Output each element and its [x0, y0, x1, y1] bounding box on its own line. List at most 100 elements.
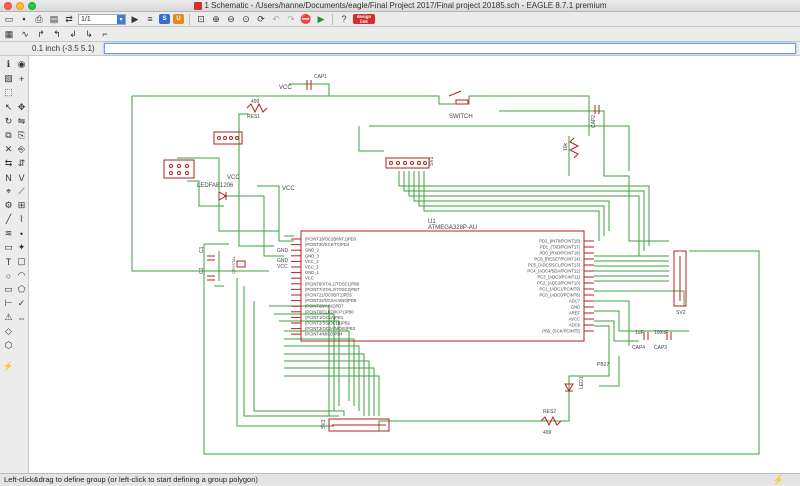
chip-right-pin-label: PD1_(TXD/PCINT17) [540, 245, 581, 250]
res-vertical-zigzag [568, 137, 580, 159]
help-icon[interactable]: ? [341, 14, 347, 24]
show-icon[interactable]: ◉ [17, 59, 26, 69]
arc-icon[interactable]: ◠ [17, 270, 26, 280]
res-vertical-part[interactable]: 10k [563, 137, 580, 159]
chip-right-pins: PD2_(INT0/PCINT18)PD1_(TXD/PCINT17)PD0_(… [527, 239, 594, 334]
change-icon[interactable]: ⚙ [4, 200, 13, 210]
group-icon[interactable]: ↖ [4, 102, 13, 112]
led1-part[interactable]: LED1 PB27 [564, 362, 609, 393]
rect-icon[interactable]: ▭ [4, 284, 13, 294]
split-icon[interactable]: ⟋ [18, 186, 25, 196]
info-icon[interactable]: ℹ [6, 59, 11, 69]
paste-icon[interactable]: ⎘ [17, 130, 26, 140]
circle-icon[interactable]: ○ [5, 270, 12, 281]
led-fab-part[interactable]: LEDFAB1206 [197, 183, 234, 201]
grid-icon[interactable]: ▦ [4, 28, 14, 39]
dimension-icon[interactable]: ⊢ [4, 298, 13, 308]
zoom-select-icon[interactable]: ⊙ [242, 13, 250, 24]
curve-bend-icon[interactable]: ↳ [85, 28, 93, 39]
bus-icon[interactable]: ≋ [4, 228, 13, 238]
add-part-icon[interactable]: ⎆ [17, 144, 26, 154]
delete-icon[interactable]: ✕ [4, 144, 13, 154]
mirror-icon[interactable]: ⇋ [17, 116, 26, 126]
zoom-out-icon[interactable]: ⊖ [227, 13, 235, 24]
undo-icon[interactable]: ↶ [272, 13, 280, 24]
replace-icon[interactable]: ⇆ [4, 158, 13, 168]
cap3-cap4[interactable]: 1uF 100nF CAP4 CAP3 [632, 330, 672, 351]
res1-part[interactable]: 499 RES1 [246, 99, 268, 120]
ulp-icon[interactable]: ≡ [147, 14, 153, 24]
invoke-icon[interactable]: ⊞ [17, 200, 26, 210]
copy-icon[interactable]: ⧉ [5, 130, 12, 140]
save-icon[interactable]: ▪ [22, 14, 26, 24]
command-input[interactable] [104, 43, 796, 54]
erc-icon[interactable]: ✓ [17, 298, 26, 308]
mirror-text-icon[interactable]: ⇔ [17, 312, 26, 323]
module-icon[interactable]: ⬡ [4, 340, 13, 350]
design-block-icon[interactable]: ◇ [5, 326, 12, 336]
crystal-caps[interactable]: C1 C2 CRYSTAL [199, 246, 246, 281]
errors-icon[interactable]: ⚠ [4, 312, 13, 322]
header-pin [177, 171, 181, 175]
board-switch-icon[interactable]: ⇄ [65, 13, 73, 24]
atmega-chip[interactable]: U1 ATMEGA328P-AU (PCINT19/OC2B/INT1)PD3(… [291, 219, 594, 342]
polygon-icon[interactable]: ⬠ [17, 284, 26, 294]
pinswap-icon[interactable]: ⇵ [17, 158, 26, 168]
sheet-select[interactable]: 1/1 ▾ [78, 13, 126, 25]
mark-icon[interactable]: + [18, 73, 25, 84]
rotate-icon[interactable]: ↻ [4, 116, 13, 126]
switch-part[interactable]: SWITCH [448, 90, 473, 120]
smash-icon[interactable]: ⌖ [5, 186, 12, 196]
frame-icon[interactable]: ▢ [17, 256, 26, 266]
schematic-drawing[interactable]: U1 ATMEGA328P-AU (PCINT19/OC2B/INT1)PD3(… [29, 56, 800, 473]
close-window-button[interactable] [4, 2, 12, 10]
wire-icon[interactable]: ╱ [5, 214, 12, 224]
zoom-fit-icon[interactable]: ⊡ [197, 13, 205, 24]
go-icon[interactable]: ▶ [317, 13, 325, 24]
net-wire [131, 96, 269, 272]
net-icon[interactable]: ⌇ [19, 214, 24, 224]
cap-top[interactable]: CAP1 [306, 74, 327, 90]
display-layers-icon[interactable]: ▧ [4, 73, 13, 83]
zoom-in-icon[interactable]: ⊕ [212, 13, 220, 24]
ulp-run-icon[interactable]: U [173, 14, 184, 24]
label-icon[interactable]: ▭ [4, 242, 13, 252]
miter-icon[interactable]: ↰ [53, 28, 61, 39]
print-icon[interactable]: ⎙ [35, 13, 43, 24]
header-pin [396, 161, 400, 165]
design-link-logo[interactable]: design link [353, 14, 375, 24]
text-icon[interactable]: T [5, 256, 12, 267]
run-script-icon[interactable]: ▶ [131, 13, 139, 24]
scr-icon[interactable]: S [159, 14, 170, 24]
res2-part[interactable]: RES2 499 [540, 409, 562, 436]
attribute-icon[interactable]: ✦ [17, 242, 26, 252]
sv2-header[interactable]: SV2 [673, 250, 687, 316]
lightning-icon: ⚡ [772, 475, 784, 485]
schematic-canvas[interactable]: U1 ATMEGA328P-AU (PCINT19/OC2B/INT1)PD3(… [29, 56, 800, 473]
sv3-header-bottom[interactable]: SV3 [321, 418, 390, 432]
free-bend-icon[interactable]: ⌐ [102, 29, 108, 39]
chevron-down-icon: ▾ [117, 14, 125, 24]
redraw-icon[interactable]: ⟳ [257, 13, 265, 24]
switch-label: SWITCH [449, 114, 473, 120]
minimize-window-button[interactable] [16, 2, 24, 10]
left-header[interactable] [163, 159, 195, 179]
select-icon[interactable]: ⬚ [4, 87, 13, 97]
wire-style-icon[interactable]: ∿ [21, 28, 29, 39]
open-file-icon[interactable]: ▭ [4, 13, 14, 24]
junction-icon[interactable]: • [19, 228, 24, 239]
redo-icon[interactable]: ↷ [287, 13, 295, 24]
cap2-part[interactable]: CAP2 [591, 105, 600, 128]
sv1-header[interactable]: SV1 [385, 156, 435, 169]
zoom-window-button[interactable] [28, 2, 36, 10]
net-wire [408, 171, 640, 256]
stop-icon[interactable]: ⛔ [300, 13, 312, 24]
arc-bend-icon[interactable]: ↲ [69, 28, 77, 39]
bend-icon[interactable]: ↱ [37, 28, 45, 39]
cam-icon[interactable]: ▤ [49, 13, 59, 24]
value-icon[interactable]: V [18, 172, 25, 183]
name-icon[interactable]: N [5, 172, 12, 183]
sv3-header-top[interactable] [213, 131, 243, 145]
erc-run-icon[interactable]: ⚡ [2, 361, 15, 371]
move-icon[interactable]: ✥ [17, 102, 26, 112]
